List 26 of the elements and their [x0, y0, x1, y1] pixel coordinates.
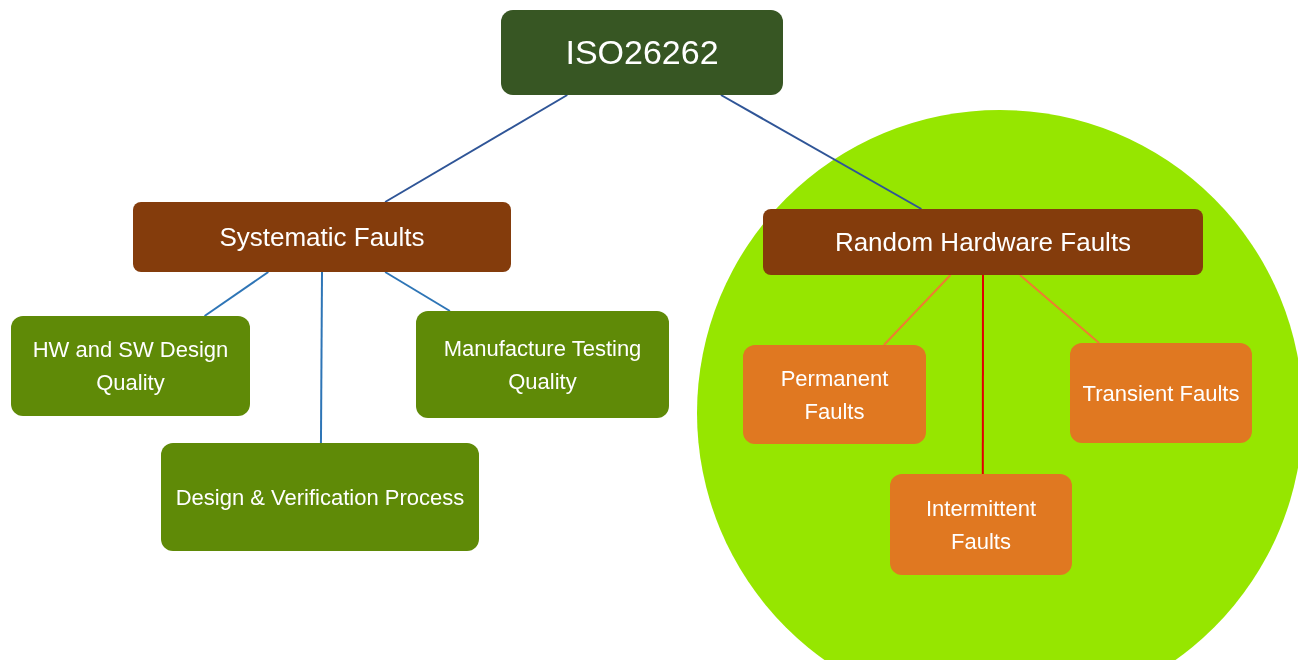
- connector-line: [203, 271, 270, 317]
- connector-line: [719, 94, 923, 210]
- connector-line: [384, 271, 451, 312]
- category-box: [416, 311, 669, 418]
- box-label: Permanent Faults: [779, 364, 890, 426]
- box-label: Manufacture Testing Quality: [442, 334, 643, 396]
- box-label: Systematic Faults: [219, 220, 425, 254]
- category-box: [133, 202, 511, 272]
- box-label: HW and SW Design Quality: [31, 336, 230, 397]
- box-label: Random Hardware Faults: [834, 225, 1132, 259]
- connector-line: [319, 271, 323, 444]
- category-box: [743, 345, 926, 444]
- box-label: Transient Faults: [1082, 379, 1240, 408]
- category-box: [161, 443, 479, 551]
- category-box: [501, 10, 783, 95]
- box-label: Intermittent Faults: [924, 494, 1037, 556]
- box-label: ISO26262: [565, 32, 719, 73]
- connector-line: [384, 94, 569, 203]
- connector-line: [981, 274, 984, 475]
- connector-line: [1018, 274, 1101, 344]
- category-box: [763, 209, 1203, 275]
- category-box: [890, 474, 1072, 575]
- category-box: [11, 316, 250, 416]
- connector-line: [882, 274, 952, 346]
- box-label: Design & Verification Process: [175, 483, 465, 512]
- category-box: [1070, 343, 1252, 443]
